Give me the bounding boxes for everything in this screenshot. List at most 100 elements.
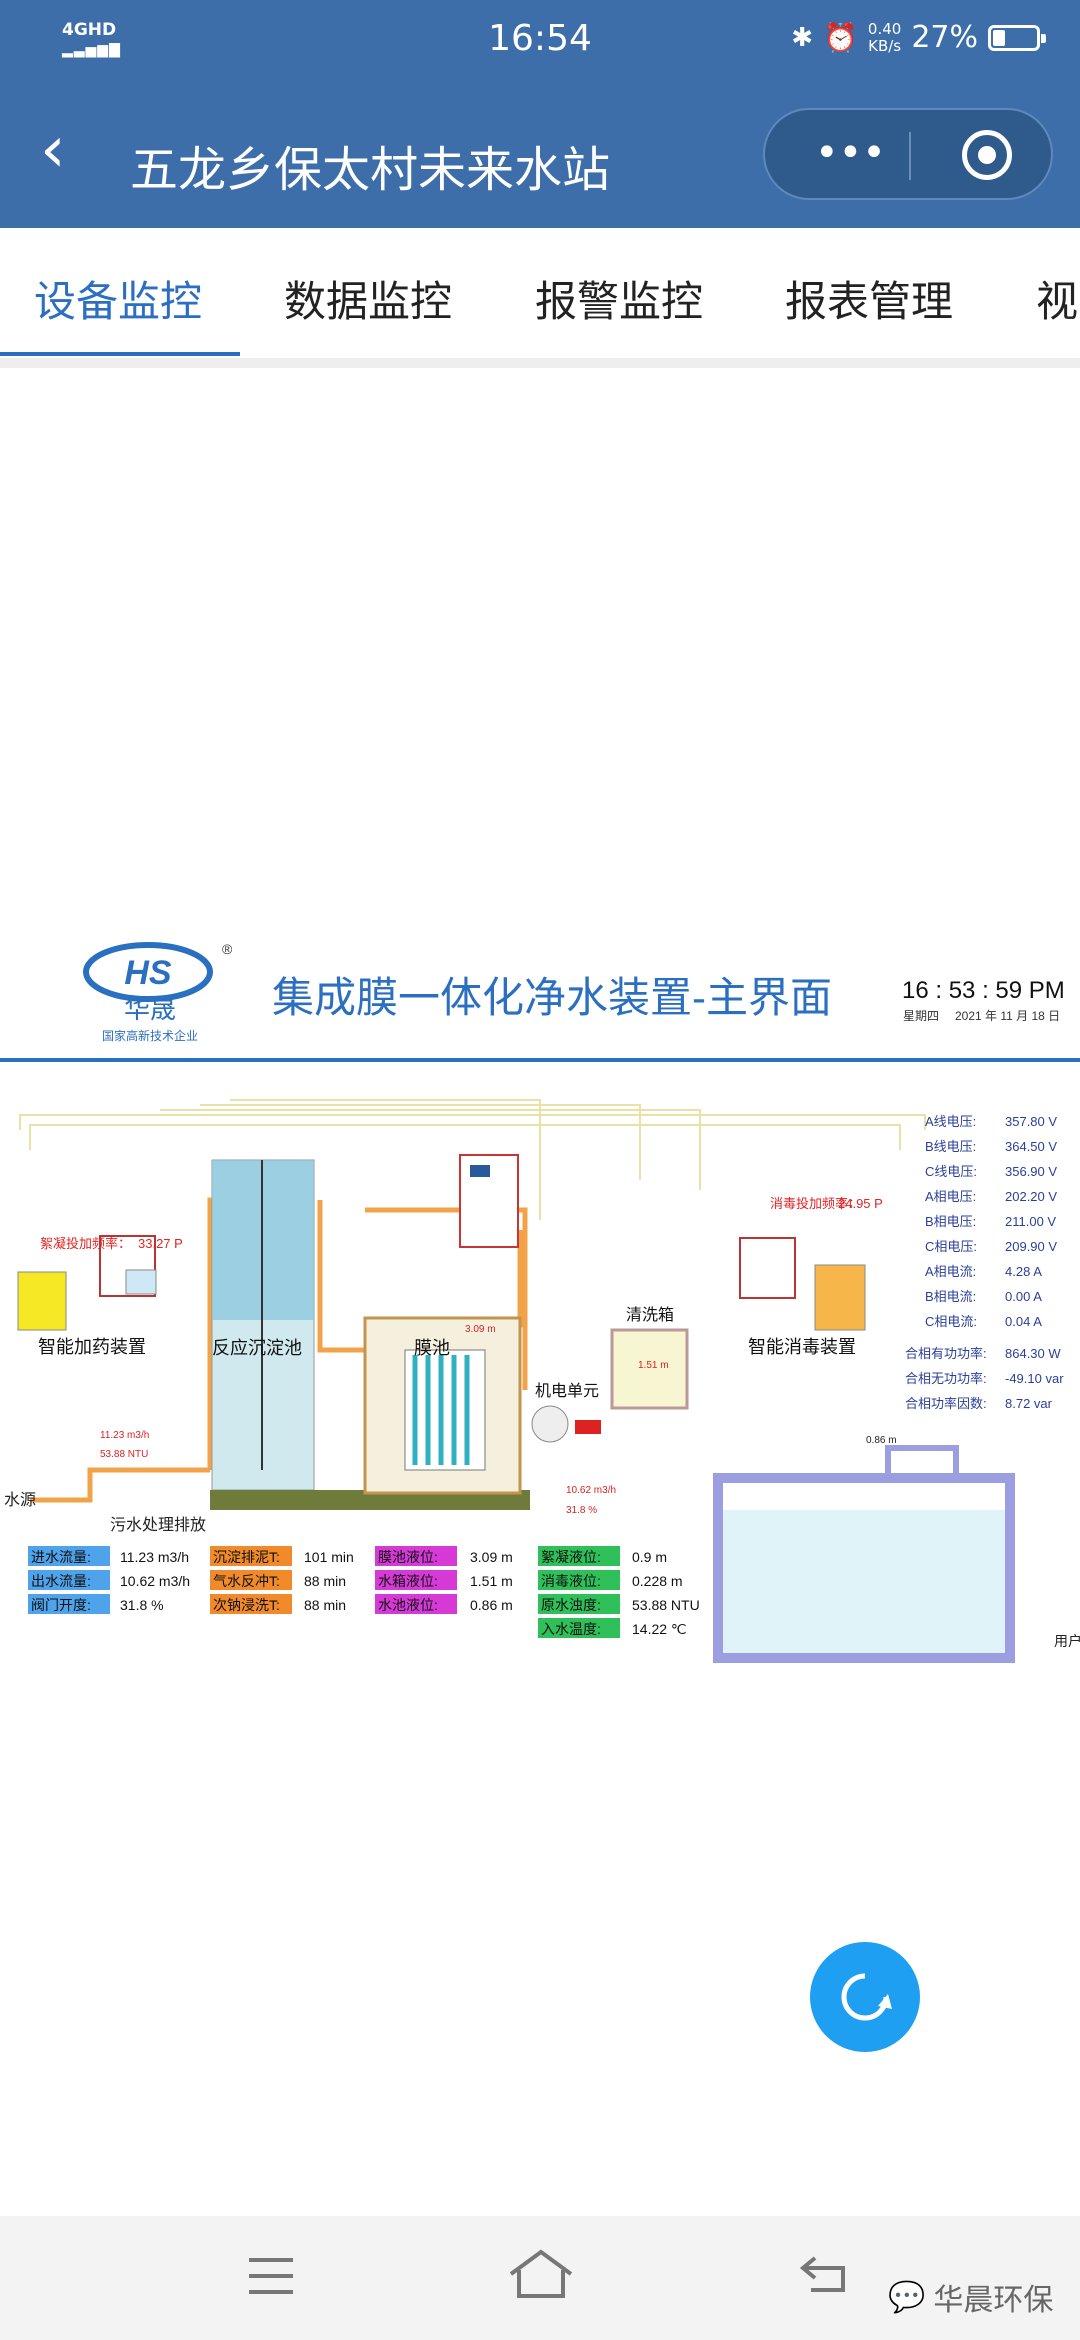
svg-text:絮凝投加频率：: 絮凝投加频率： bbox=[40, 1236, 131, 1251]
divider bbox=[0, 358, 1080, 368]
electric-value: 4.28 A bbox=[1005, 1264, 1042, 1279]
svg-text:清洗箱: 清洗箱 bbox=[626, 1306, 674, 1324]
svg-text:反应沉淀池: 反应沉淀池 bbox=[212, 1338, 302, 1358]
svg-text:31.8 %: 31.8 % bbox=[566, 1505, 597, 1516]
tab-bar: 设备监控 数据监控 报警监控 报表管理 视 bbox=[0, 228, 1080, 358]
settling-tank: 反应沉淀池 11.23 m3/h 53.88 NTU bbox=[100, 1159, 315, 1491]
signal-icon: ▂▃▅▆▇ bbox=[62, 42, 121, 58]
table-value: 11.23 m3/h bbox=[120, 1549, 189, 1565]
svg-text:®: ® bbox=[222, 941, 233, 957]
electric-value: 357.80 V bbox=[1005, 1114, 1057, 1129]
svg-text:53.88 NTU: 53.88 NTU bbox=[100, 1449, 148, 1460]
screen-date: 2021 年 11 月 18 日 bbox=[955, 1009, 1060, 1023]
svg-text:消毒投加频率：: 消毒投加频率： bbox=[770, 1196, 861, 1211]
tab-report[interactable]: 报表管理 bbox=[785, 277, 954, 326]
table-value: 0.228 m bbox=[632, 1573, 683, 1589]
tab-equipment[interactable]: 设备监控 bbox=[34, 277, 203, 326]
more-icon[interactable]: ••• bbox=[815, 130, 886, 176]
sludge-pit bbox=[210, 1490, 530, 1510]
table-value: 1.51 m bbox=[470, 1573, 513, 1589]
table-label: 次钠浸洗T: bbox=[213, 1597, 280, 1613]
logo-subtitle: 国家高新技术企业 bbox=[102, 1028, 198, 1043]
svg-text:3.09 m: 3.09 m bbox=[465, 1324, 496, 1335]
electric-value: 202.20 V bbox=[1005, 1189, 1057, 1204]
home-icon[interactable] bbox=[505, 2246, 577, 2302]
power-label: 合相有功功率: bbox=[905, 1346, 987, 1361]
battery-icon bbox=[988, 24, 1046, 51]
header-divider bbox=[0, 1058, 1080, 1062]
scada-screenshot: HS ® 华晟 国家高新技术企业 集成膜一体化净水装置-主界面 16 : 53 … bbox=[0, 930, 1080, 1670]
tab-data[interactable]: 数据监控 bbox=[284, 277, 453, 326]
svg-text:膜池: 膜池 bbox=[414, 1338, 450, 1358]
table-value: 14.22 ℃ bbox=[632, 1621, 687, 1637]
disinfect-device: 消毒投加频率： 24.95 P 智能消毒装置 bbox=[739, 1196, 883, 1357]
battery-percent: 27% bbox=[911, 20, 978, 55]
active-tab-indicator bbox=[0, 352, 240, 356]
svg-text:1.51 m: 1.51 m bbox=[638, 1360, 669, 1371]
table-label-bg bbox=[538, 1618, 620, 1638]
electric-label: B相电压: bbox=[925, 1214, 976, 1229]
user-label: 用户 bbox=[1054, 1633, 1080, 1649]
bluetooth-icon: ✱ bbox=[791, 22, 814, 53]
svg-text:机电单元: 机电单元 bbox=[535, 1382, 599, 1400]
company-logo: HS ® 华晟 国家高新技术企业 bbox=[83, 941, 233, 1043]
screen-title: 集成膜一体化净水装置-主界面 bbox=[272, 974, 832, 1021]
table-label: 入水温度: bbox=[541, 1621, 601, 1637]
wash-tank: 清洗箱 1.51 m bbox=[610, 1306, 689, 1410]
svg-text:智能消毒装置: 智能消毒装置 bbox=[748, 1337, 856, 1357]
table-value: 88 min bbox=[304, 1597, 346, 1613]
table-label: 原水浊度: bbox=[541, 1597, 601, 1613]
table-value: 0.86 m bbox=[470, 1597, 513, 1613]
menu-icon[interactable] bbox=[245, 2254, 297, 2298]
table-label-bg bbox=[538, 1570, 620, 1590]
table-label: 气水反冲T: bbox=[213, 1573, 280, 1589]
power-value: 8.72 var bbox=[1005, 1396, 1053, 1411]
electric-label: A相电压: bbox=[925, 1189, 976, 1204]
network-indicator: 4GHD bbox=[62, 20, 117, 40]
refresh-button[interactable] bbox=[810, 1942, 920, 2052]
tab-video[interactable]: 视 bbox=[1036, 277, 1079, 326]
table-value: 3.09 m bbox=[470, 1549, 513, 1565]
table-label-bg bbox=[28, 1594, 110, 1614]
clock: 16:54 bbox=[488, 18, 592, 59]
electric-label: B相电流: bbox=[925, 1289, 976, 1304]
logo-text: 华晟 bbox=[124, 994, 176, 1024]
control-cabinet bbox=[459, 1154, 519, 1248]
close-target-icon[interactable] bbox=[962, 130, 1012, 180]
electric-label: A线电压: bbox=[925, 1114, 976, 1129]
table-label-bg bbox=[538, 1594, 620, 1614]
clear-water-tank: 0.86 m 用户 bbox=[713, 1435, 1080, 1663]
electric-value: 0.00 A bbox=[1005, 1289, 1042, 1304]
table-label: 水池液位: bbox=[378, 1597, 438, 1613]
water-source-label: 水源 bbox=[4, 1491, 36, 1509]
table-value: 88 min bbox=[304, 1573, 346, 1589]
electromech-unit: 机电单元 10.62 m3/h 31.8 % bbox=[531, 1382, 616, 1516]
miniprogram-capsule: ••• bbox=[763, 108, 1053, 200]
alarm-icon: ⏰ bbox=[823, 21, 858, 54]
back-chevron-icon[interactable]: ‹ bbox=[40, 113, 66, 187]
electric-label: C相电流: bbox=[925, 1314, 977, 1329]
refresh-icon bbox=[841, 1973, 892, 2021]
table-label-bg bbox=[28, 1570, 110, 1590]
table-value: 53.88 NTU bbox=[632, 1597, 700, 1613]
capsule-divider bbox=[909, 132, 911, 180]
table-label-bg bbox=[375, 1570, 457, 1590]
system-nav-bar bbox=[0, 2216, 1080, 2340]
table-value: 10.62 m3/h bbox=[120, 1573, 190, 1589]
table-label: 絮凝液位: bbox=[541, 1549, 601, 1565]
tab-alarm[interactable]: 报警监控 bbox=[535, 277, 704, 326]
screen-weekday: 星期四 bbox=[903, 1009, 939, 1023]
membrane-tank: 膜池 3.09 m bbox=[363, 1316, 522, 1495]
svg-text:0.86 m: 0.86 m bbox=[866, 1435, 897, 1446]
table-label-bg bbox=[375, 1594, 457, 1614]
sewage-label: 污水处理排放 bbox=[110, 1516, 206, 1534]
page-title: 五龙乡保太村未来水站 bbox=[130, 142, 611, 198]
back-icon[interactable] bbox=[795, 2250, 857, 2298]
nav-bar: ‹ 五龙乡保太村未来水站 ••• bbox=[0, 90, 1080, 228]
svg-text:11.23 m3/h: 11.23 m3/h bbox=[100, 1430, 149, 1441]
svg-text:HS: HS bbox=[124, 954, 172, 992]
power-value: -49.10 var bbox=[1005, 1371, 1064, 1386]
